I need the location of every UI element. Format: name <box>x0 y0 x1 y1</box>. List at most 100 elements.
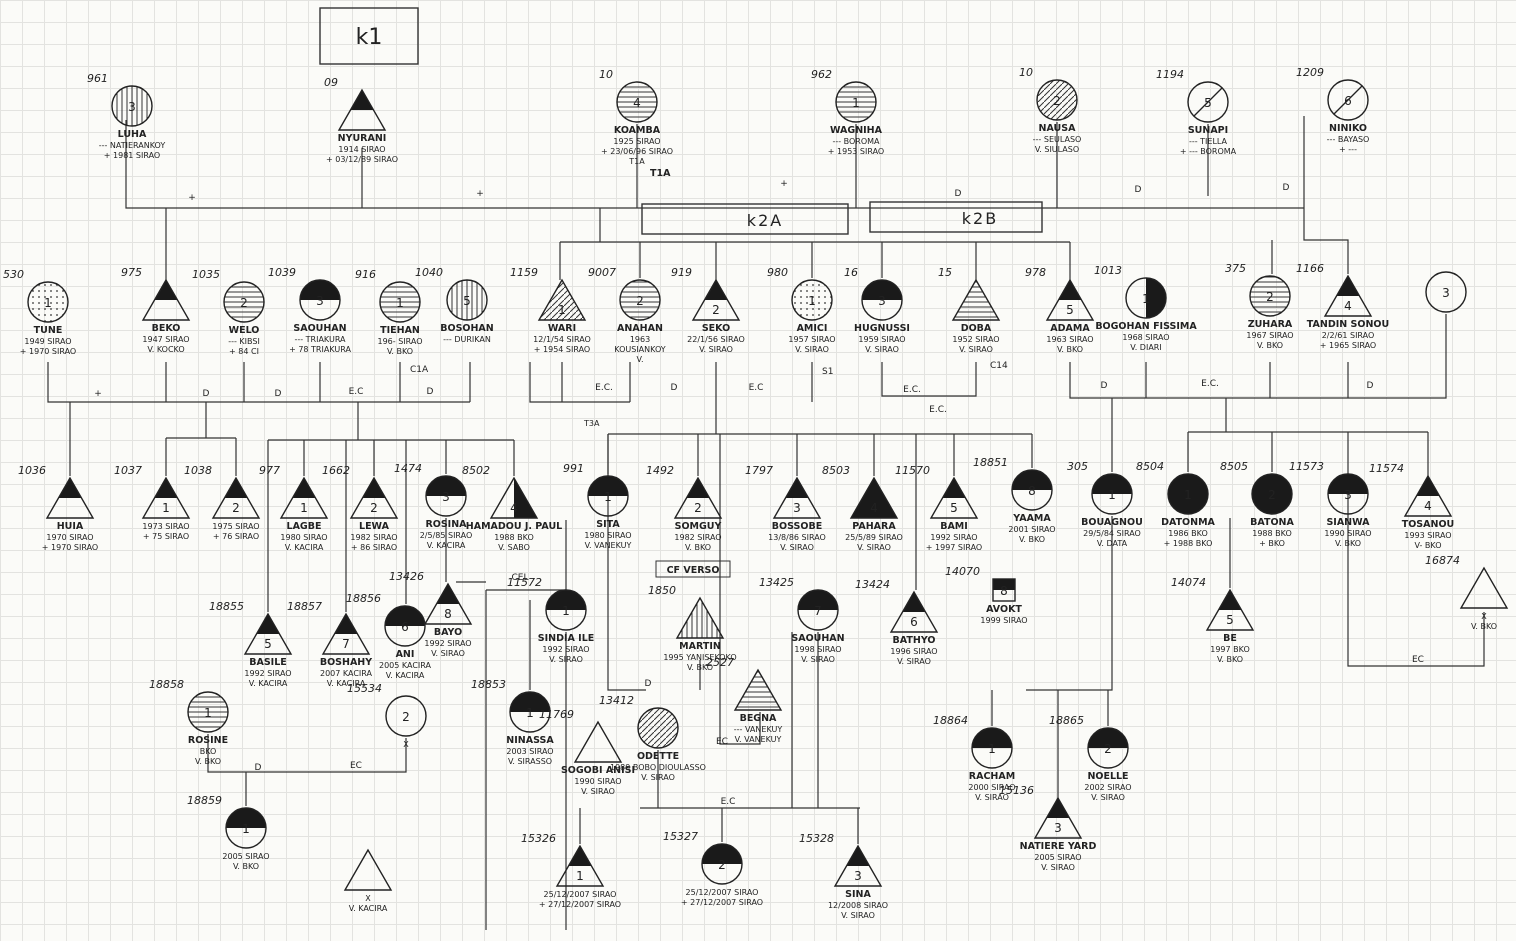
person-detail: 1963 SIRAO <box>1046 335 1093 344</box>
person-detail: X <box>365 894 371 903</box>
person-detail: 2000 SIRAO <box>968 783 1015 792</box>
person-name: SOGOBI ANISI <box>561 765 635 776</box>
circle-symbol <box>1425 271 1467 313</box>
person-detail: 1997 BKO <box>1210 645 1250 654</box>
person-number: 15326 <box>521 832 556 845</box>
union-mark: D <box>1367 381 1374 391</box>
slash-mark <box>1193 87 1223 117</box>
fill-mark <box>862 280 902 300</box>
triangle-symbol <box>537 278 587 321</box>
person-name: LAGBE <box>287 521 322 532</box>
birth-order: 3 <box>1442 286 1450 300</box>
person-number: 8502 <box>462 464 490 477</box>
person-name: BOSOHAN <box>440 323 494 334</box>
union-mark: D <box>255 763 262 773</box>
circle-symbol <box>616 81 658 123</box>
circle-symbol <box>299 279 341 321</box>
birth-order: 4 <box>870 501 878 515</box>
person-detail: 1968 SIRAO <box>1122 333 1169 342</box>
person-detail: + 75 SIRAO <box>143 532 189 541</box>
union-mark: E.C <box>721 797 736 807</box>
person-name: ZUHARA <box>1248 319 1293 330</box>
person-name: SINDIA ILE <box>538 633 595 644</box>
person-name: BASILE <box>249 657 287 668</box>
person-number: 1037 <box>114 464 142 477</box>
fill-mark <box>851 478 897 518</box>
person-detail: 1975 SIRAO <box>212 522 259 531</box>
circle-symbol <box>1249 275 1291 317</box>
circle-symbol <box>1087 727 1129 769</box>
birth-order: 8 <box>444 607 452 621</box>
person-name: BATONA <box>1250 517 1294 528</box>
person-detail: V. SIRAO <box>841 911 875 920</box>
person-detail: 12/1/54 SIRAO <box>533 335 591 344</box>
person-detail: V. SIRAO <box>795 345 829 354</box>
person-detail: 2/5/85 SIRAO <box>420 531 473 540</box>
triangle-symbol <box>1205 588 1255 631</box>
person-detail: 1992 SIRAO <box>424 639 471 648</box>
person-detail: V. BKO <box>687 663 713 672</box>
fill-mark <box>154 478 178 498</box>
birth-order: 7 <box>814 604 822 618</box>
person-detail: V. SIRAO <box>857 543 891 552</box>
person-detail: V. BKO <box>1471 622 1497 631</box>
person-name: ROSINA <box>425 519 467 530</box>
person-number: 15328 <box>799 832 834 845</box>
fill-mark <box>362 478 386 498</box>
circle-symbol <box>587 475 629 517</box>
person-number: 1850 <box>648 584 676 597</box>
person-detail: 1952 SIRAO <box>952 335 999 344</box>
birth-order: 2 <box>1104 742 1112 756</box>
person-number: 9007 <box>588 266 616 279</box>
fill-mark <box>588 476 628 496</box>
person-number: 15327 <box>663 830 698 843</box>
fill-mark <box>1328 474 1368 494</box>
fill-mark <box>953 280 999 320</box>
triangle-symbol <box>675 596 725 639</box>
fill-mark <box>792 280 832 320</box>
fill-mark <box>846 846 870 866</box>
fill-mark <box>1218 590 1242 610</box>
person-detail: V. BKO <box>233 862 259 871</box>
person-detail: V. KACIRA <box>249 679 288 688</box>
person-number: 977 <box>259 464 280 477</box>
fill-mark <box>224 282 264 322</box>
person-name: ANI <box>396 649 415 660</box>
union-mark: D <box>1283 183 1290 193</box>
triangle-symbol <box>211 476 261 519</box>
person-name: NINASSA <box>506 735 554 746</box>
person-name: KOAMBA <box>614 125 661 136</box>
person-detail: V. KACIRA <box>427 541 466 550</box>
person-detail: 1993 SIRAO <box>1404 531 1451 540</box>
circle-symbol <box>187 691 229 733</box>
person-number: 961 <box>87 72 108 85</box>
person-detail: + 84 CI <box>229 347 259 356</box>
fill-mark <box>568 846 592 866</box>
person-detail: 1982 SIRAO <box>350 533 397 542</box>
triangle-symbol <box>1045 278 1095 321</box>
fill-mark <box>1250 276 1290 316</box>
circle-symbol <box>1036 79 1078 121</box>
person-detail: V. DIARI <box>1130 343 1161 352</box>
person-name: BOSSOBE <box>772 521 822 532</box>
person-name: BEGNA <box>740 713 777 724</box>
birth-order: 1 <box>558 303 566 317</box>
person-name: BE <box>1223 633 1237 644</box>
person-detail: 1990 SIRAO <box>574 777 621 786</box>
birth-order: 3 <box>128 100 136 114</box>
person-detail: --- DURIKAN <box>443 335 491 344</box>
person-detail: T1A <box>628 157 645 166</box>
fill-mark <box>620 280 660 320</box>
